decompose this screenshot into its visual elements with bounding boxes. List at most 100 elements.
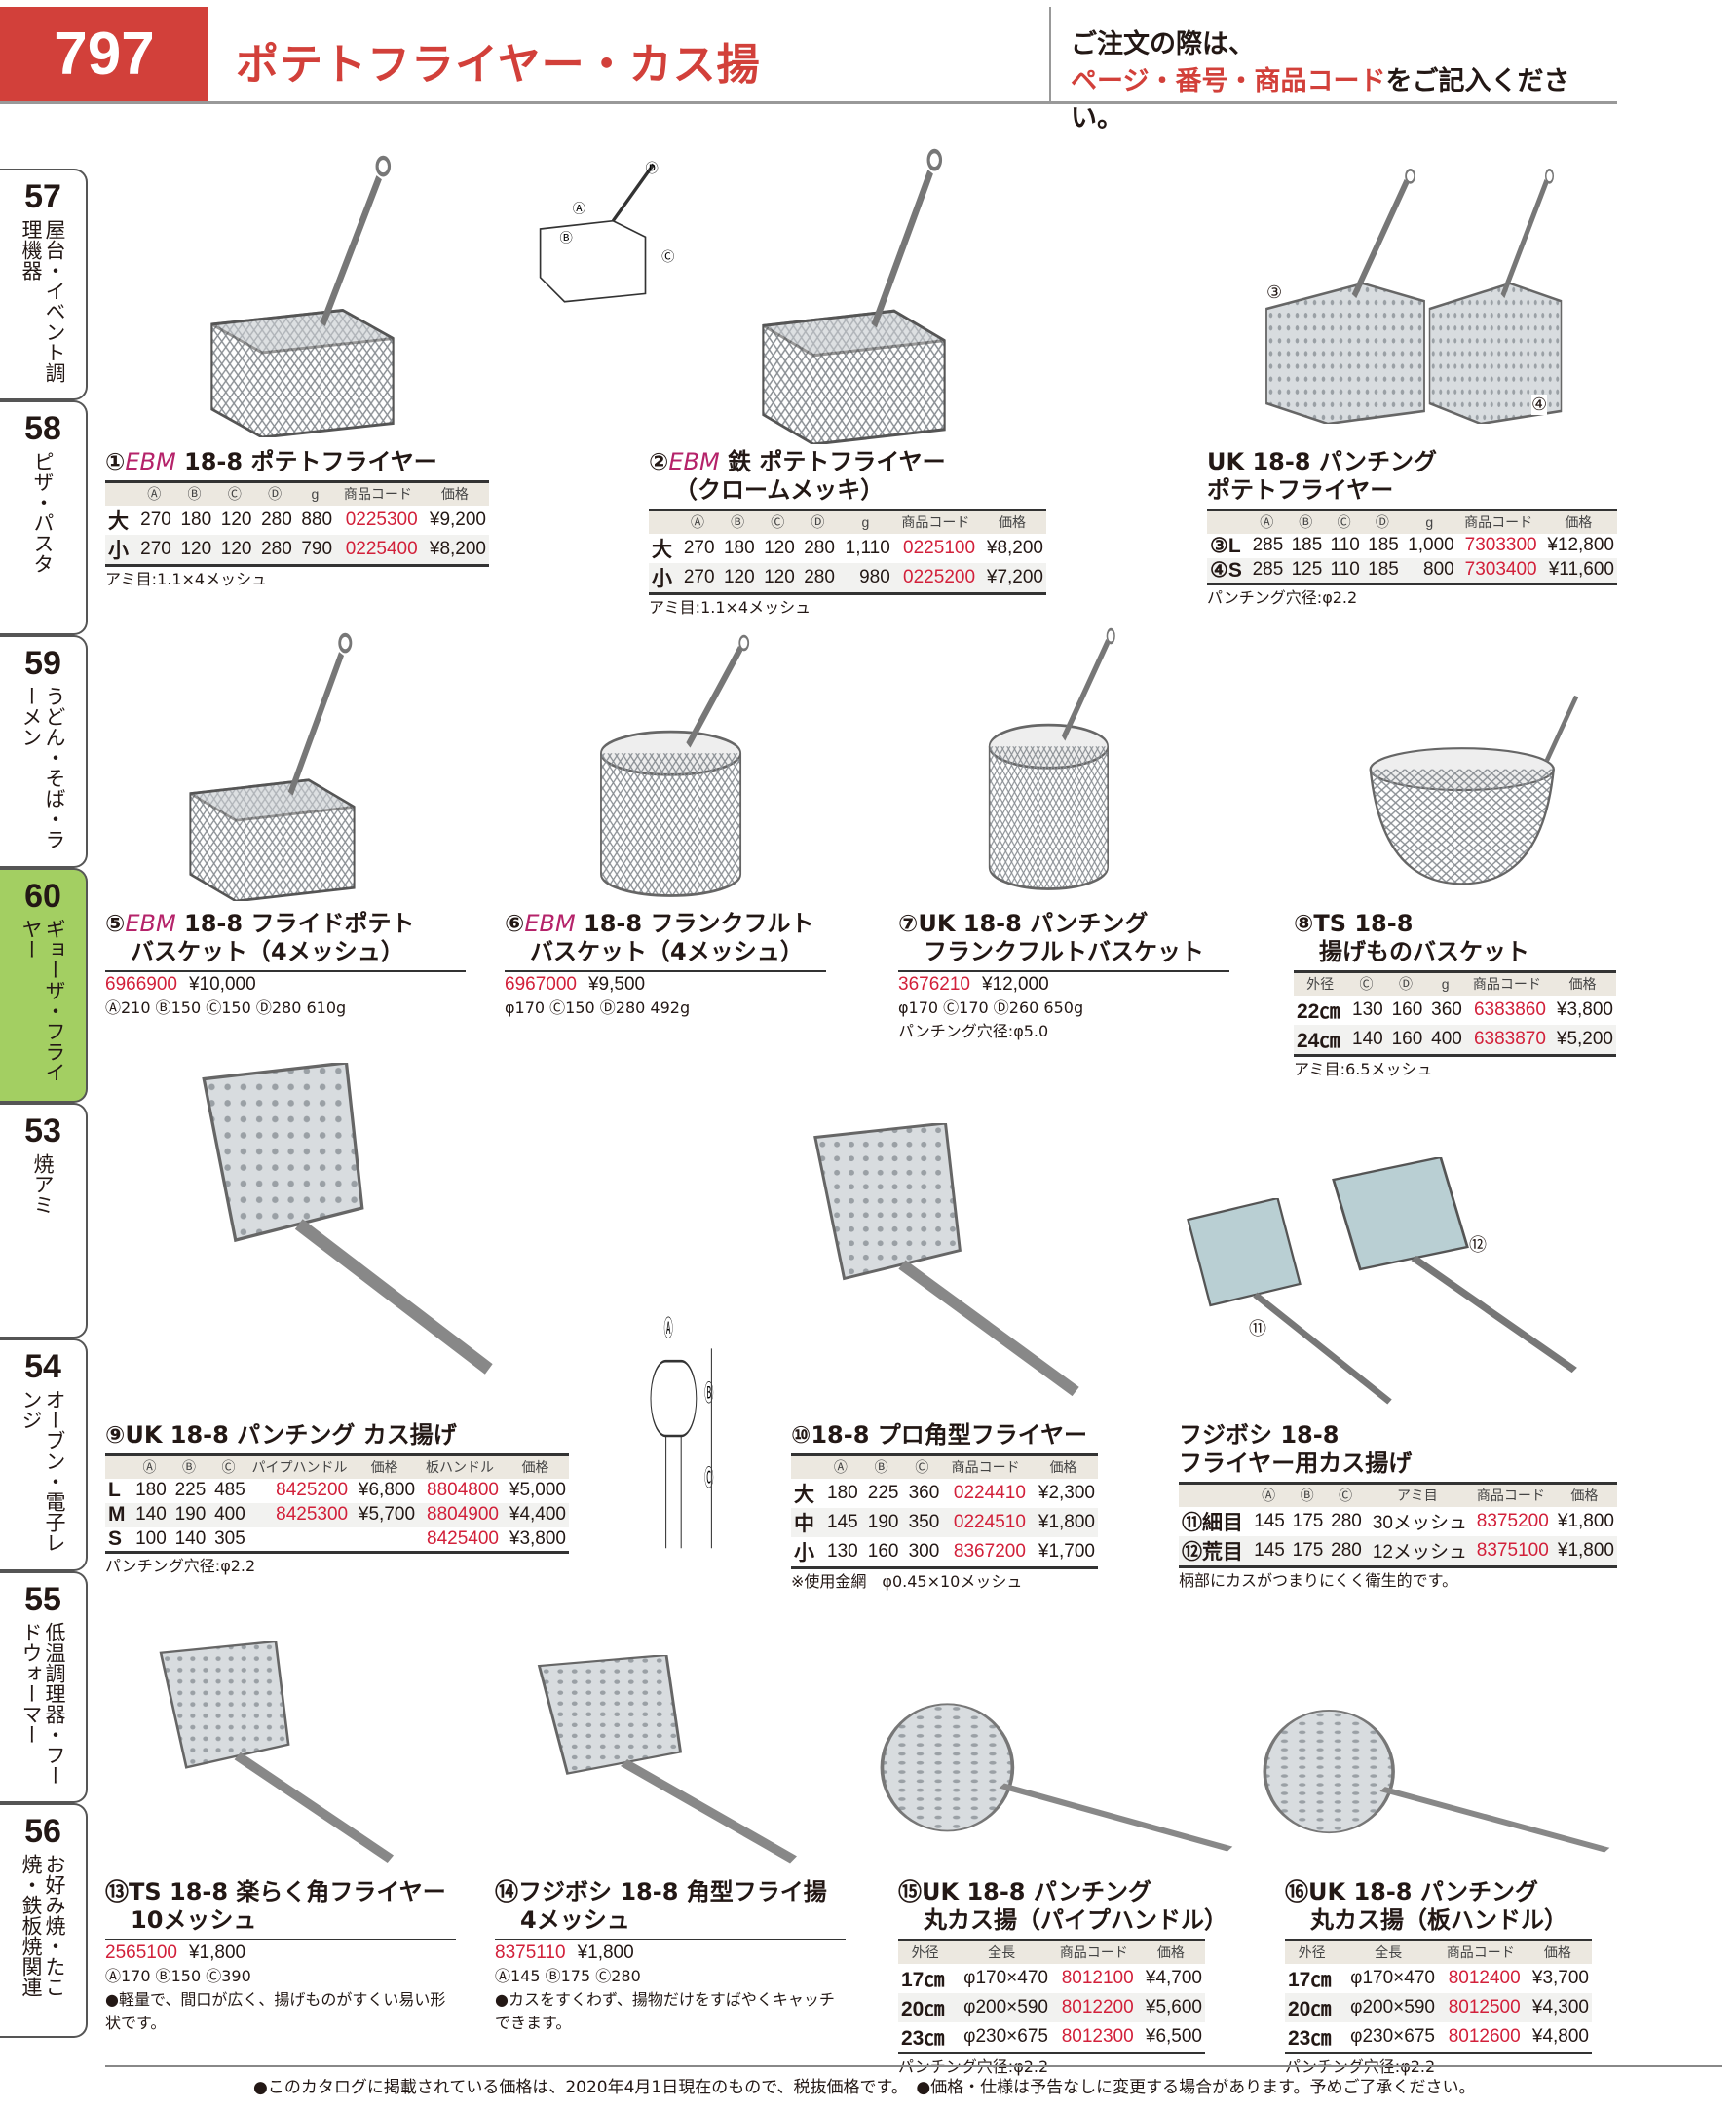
title-text: 丸カス揚（板ハンドル） [1310,1906,1567,1934]
row-label: ③L [1210,534,1241,557]
product-code: 7303300 [1464,535,1537,555]
title-text: UK 18-8 パンチング [1308,1878,1539,1905]
column-header [105,1454,131,1479]
column-header: 価格 [1523,1940,1592,1964]
cell: 30メッシュ [1372,1513,1467,1533]
cell: 190 [169,1502,209,1527]
row-label: 中 [791,1507,820,1537]
cell: ¥1,800 [1028,1507,1098,1537]
row-label: 小 [649,562,678,593]
cell: φ170×470 [963,1967,1048,1988]
brand-name: EBM [668,448,720,475]
column-header: Ⓓ [797,509,838,534]
row-label: 小 [794,1541,814,1564]
side-tab-number: 57 [24,178,61,215]
cell: 270 [677,562,718,593]
skimmer-image [525,1655,808,1870]
row-label: 大 [794,1483,814,1506]
product-title: ポテトフライヤー [1207,476,1617,505]
column-header: 価格 [351,1454,419,1479]
product-illustration [1187,1198,1392,1405]
product-title: バスケット（4メッシュ） [505,938,826,966]
product-illustration [1428,169,1563,424]
side-tab-label: ピザ・パスタ [31,451,55,574]
title-text: （クロームメッキ） [674,476,885,504]
cell: ¥12,800 [1547,535,1614,555]
item-number: ⑧ [1294,910,1314,937]
spec-note: Ⓐ210 Ⓑ150 Ⓒ150 Ⓓ280 610g [105,998,347,1017]
title-text: フジボシ 18-8 角型フライ揚 [518,1878,827,1905]
title-text: 4メッシュ [520,1906,630,1934]
ladle-image [875,1695,1237,1876]
product-code [248,1527,351,1553]
cell: 120 [717,562,758,593]
product-code: 8804800 [427,1480,499,1500]
column-header: Ⓒ [901,1454,943,1479]
column-header: Ⓒ [208,1454,248,1479]
product-title: ⑦UK 18-8 パンチング [898,910,1229,938]
product-illustration [1263,1710,1610,1853]
title-text: 丸カス揚（パイプハンドル） [924,1906,1227,1934]
column-header: 商品コード [892,509,979,534]
row-label: ⑪細目 [1182,1511,1243,1534]
cell: ¥4,800 [1531,2025,1589,2047]
row-label: 20㎝ [898,1992,953,2022]
cell: ¥3,700 [1531,1967,1589,1988]
cell: 280 [1331,1510,1362,1531]
cell: 120 [764,537,795,558]
product-code: 0225400 [335,534,421,565]
cell: ¥1,800 [1557,1510,1614,1531]
cell: 160 [1391,998,1423,1020]
product-illustration [537,1655,797,1864]
product-code: 0225200 [892,562,979,593]
basket-image [753,148,955,444]
cell: 280 [1326,1535,1365,1566]
cell: 110 [1330,535,1360,555]
cell: ¥11,600 [1539,557,1617,584]
column-header: 全長 [952,1940,1051,1964]
spec-note: パンチング穴径:φ2.2 [1207,587,1358,607]
column-header: 全長 [1339,1940,1438,1964]
svg-text:Ⓒ: Ⓒ [661,249,674,265]
product-title: 10メッシュ [105,1906,456,1935]
cell: 140 [130,1502,170,1527]
product-illustration [1369,695,1579,885]
title-text: 10メッシュ [131,1906,257,1934]
spec-note: アミ目:1.1×4メッシュ [105,569,268,588]
product-title: ①EBM 18-8 ポテトフライヤー [105,448,489,476]
column-header: 価格 [1551,1483,1617,1507]
side-tab-label: ギョーザ・フライヤー [19,919,66,1082]
product-code: 8375200 [1476,1510,1549,1531]
product-code: 3676210 [898,974,970,995]
spec-note: パンチング穴径:φ2.2 [105,1556,256,1575]
column-header [791,1454,820,1479]
cell: 160 [1385,1024,1426,1055]
cell: ¥4,300 [1523,1992,1592,2022]
cell: ¥8,200 [420,534,489,565]
column-header: Ⓓ [1362,509,1402,534]
product-title: 丸カス揚（パイプハンドル） [898,1906,1227,1935]
product-code: 6966900 [105,974,177,995]
column-header: g [837,509,893,534]
product-title: UK 18-8 パンチング [1207,448,1617,476]
product-code: 7303400 [1456,557,1540,584]
column-header: Ⓓ [1385,971,1426,996]
